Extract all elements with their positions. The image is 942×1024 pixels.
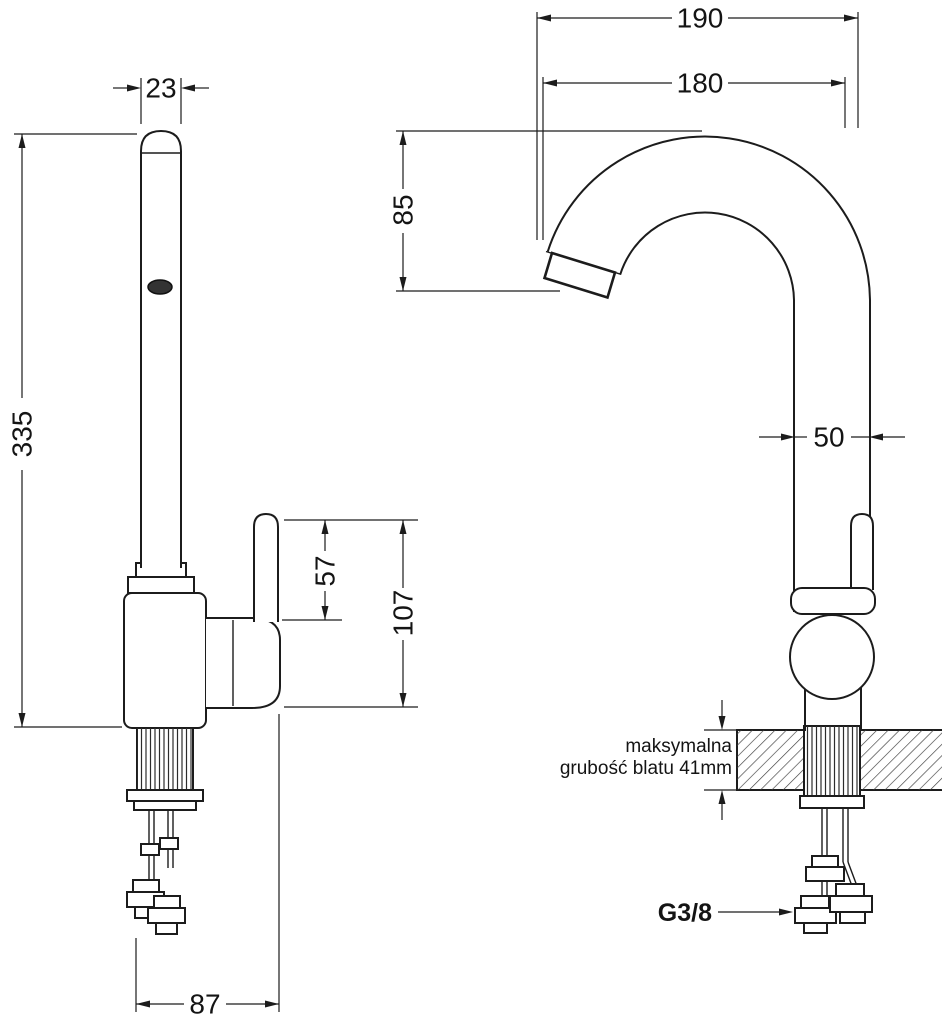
handle-lever-front [850,512,874,590]
dim-handle-height-label: 107 [388,590,419,637]
mounting-studs [140,810,179,882]
handle-cap [790,587,876,615]
dim-spout-width-label: 23 [145,73,176,104]
spout-tip [542,251,617,300]
left-faucet-body [123,129,281,935]
aerator [147,279,173,295]
lock-nut [799,795,865,809]
thread-shank-front-hatch [804,726,860,796]
counter-note-line2: grubość blatu 41mm [560,758,732,779]
faucet-body [123,592,207,729]
dim-spout-reach-label: 180 [677,68,724,99]
dim-overall-width-label: 190 [677,3,724,34]
dim-body-diameter-label: 50 [813,422,844,453]
hose-fittings-front [794,855,873,934]
right-view: 190 180 85 50 [388,3,942,934]
dim-lever-height-label: 57 [310,555,341,586]
thread-shank-hatch [137,728,193,790]
dim-spout-drop-label: 85 [388,194,419,225]
spout-tube [140,129,182,568]
counter-note-line1: maksymalna [625,736,732,757]
thread-size-label: G3/8 [658,899,712,927]
gooseneck-fill [548,137,869,612]
dim-base-width-label: 87 [189,989,220,1020]
handle-lever [253,512,279,622]
mounting-flange [126,789,204,802]
dim-total-height-label: 335 [7,411,38,458]
right-dimensions: 190 180 85 50 [388,3,905,927]
ball-joint [789,614,875,700]
handle-mount [206,617,281,709]
mounting-plate [133,800,197,811]
hose-fitting-front [147,895,186,935]
left-view: 23 335 57 107 [7,73,419,1020]
spout-collar-lower [127,576,195,594]
right-faucet-body [542,135,942,934]
left-dimensions: 23 335 57 107 [7,73,419,1020]
